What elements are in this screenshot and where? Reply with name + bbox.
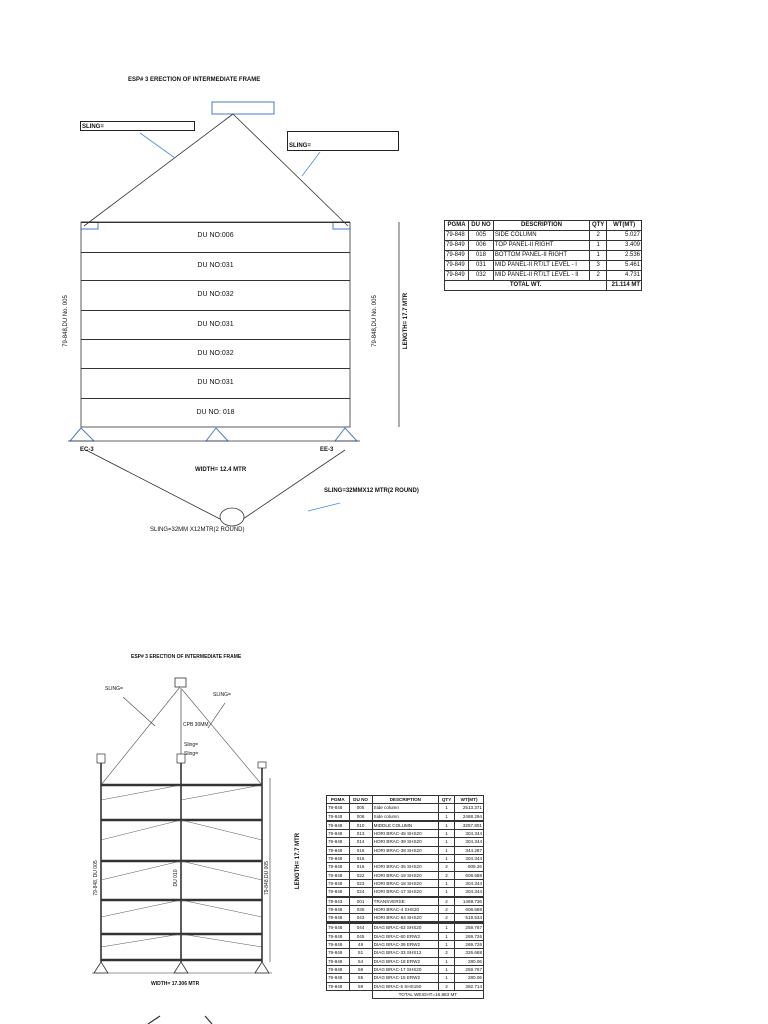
d2-sling-right: SLING= bbox=[213, 692, 231, 698]
panel-3: DU NO:032 bbox=[81, 280, 350, 310]
diagram1-title: ESP# 3 ERECTION OF INTERMEDIATE FRAME bbox=[128, 77, 261, 83]
d2-cpb-label: CPB 30MM bbox=[183, 722, 209, 728]
lifting-beam-1 bbox=[211, 101, 275, 115]
ee-label: EE-3 bbox=[320, 447, 334, 453]
diagram2-title: ESP# 3 ERECTION OF INTERMEDIATE FRAME bbox=[131, 654, 242, 660]
weight-table-1: PGMA DU NO DESCRIPTION QTY WT(MT) 79-848… bbox=[443, 220, 642, 291]
total-row: TOTAL WEIGHT=16.883 MT bbox=[327, 989, 485, 1000]
d2-sling-mid-2: Sling= bbox=[184, 751, 199, 757]
d2-sling-mid-1: Sling= bbox=[184, 742, 199, 748]
right-column-label: 79-848,DU No. 005 bbox=[372, 295, 378, 347]
ec-label: EC-3 bbox=[80, 447, 94, 453]
sling-right-label: SLING= bbox=[287, 131, 399, 151]
d2-left-col-label: 79-848, DU 005 bbox=[93, 860, 99, 896]
col-header: DESCRIPTION bbox=[492, 220, 591, 231]
d2-right-col-label: 79-848,DU 005 bbox=[264, 861, 270, 895]
d2-length-label: LENGTH= 17.7 MTR bbox=[295, 832, 301, 890]
sling-bottom-right: SLING=32MMX12 MTR(2 ROUND) bbox=[324, 488, 419, 494]
col-header: WT(MT) bbox=[606, 220, 642, 231]
left-column-label: 79-848,DU No. 005 bbox=[63, 295, 69, 347]
col-header: QTY bbox=[589, 220, 608, 231]
d2-width-label: WIDTH= 17.306 MTR bbox=[151, 981, 200, 987]
col-header: DU NO bbox=[468, 220, 494, 231]
d2-sling-left: SLING= bbox=[105, 686, 123, 692]
sling-left-label: SLING= bbox=[80, 121, 195, 131]
width-label: WIDTH= 12.4 MTR bbox=[195, 467, 247, 473]
sling-bottom-left: SLING=32MM X12MTR(2 ROUND) bbox=[150, 527, 245, 533]
panel-6: DU NO:031 bbox=[81, 368, 350, 398]
panel-2: DU NO:031 bbox=[81, 252, 350, 280]
d2-mid-col-label: DU 010 bbox=[173, 869, 179, 887]
total-row: TOTAL WT. 21.114 MT bbox=[443, 280, 642, 291]
length-label: LENGTH= 17.7 MTR bbox=[403, 292, 409, 350]
panel-1: DU NO:006 bbox=[81, 222, 350, 252]
panel-7: DU NO: 018 bbox=[81, 398, 350, 427]
col-header: PGMA bbox=[443, 220, 470, 231]
panel-5: DU NO:032 bbox=[81, 339, 350, 368]
panel-4: DU NO:031 bbox=[81, 310, 350, 339]
